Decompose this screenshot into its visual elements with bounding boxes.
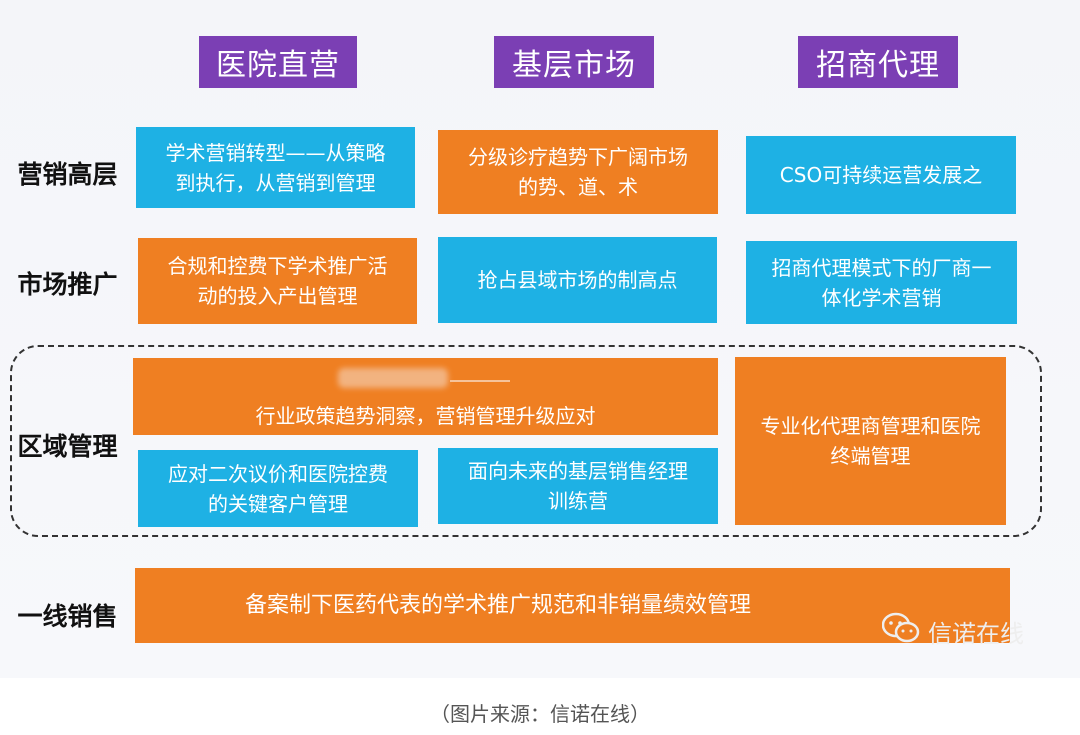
column-header-grassroots-market: 基层市场 bbox=[494, 36, 654, 88]
box-r2-c1: 合规和控费下学术推广活 动的投入产出管理 bbox=[138, 238, 417, 324]
box-r1-c3: CSO可持续运营发展之 bbox=[746, 136, 1016, 214]
row-label-frontline-sales: 一线销售 bbox=[17, 602, 118, 631]
box-r2-c2: 抢占县域市场的制高点 bbox=[438, 237, 717, 323]
column-header-hospital-direct: 医院直营 bbox=[199, 36, 357, 88]
watermark: 信诺在线 bbox=[881, 612, 1024, 650]
box-r1-c2: 分级诊疗趋势下广阔市场 的势、道、术 bbox=[438, 130, 718, 214]
box-r3-right: 专业化代理商管理和医院 终端管理 bbox=[735, 357, 1006, 525]
box-r3b-c2: 面向未来的基层销售经理 训练营 bbox=[438, 448, 718, 524]
box-r4-wide: 备案制下医药代表的学术推广规范和非销量绩效管理 bbox=[135, 568, 1010, 643]
blurred-text-mark bbox=[338, 368, 448, 388]
row-label-senior-marketing: 营销高层 bbox=[17, 159, 118, 189]
row-label-regional-management: 区域管理 bbox=[17, 432, 118, 461]
watermark-text: 信诺在线 bbox=[928, 619, 1024, 648]
box-r1-c1: 学术营销转型——从策略 到执行，从营销到管理 bbox=[136, 127, 415, 208]
diagram-slide: 医院直营 基层市场 招商代理 营销高层 市场推广 区域管理 一线销售 学术营销转… bbox=[0, 0, 1080, 678]
box-r2-c3: 招商代理模式下的厂商一 体化学术营销 bbox=[746, 241, 1017, 324]
image-caption: （图片来源：信诺在线） bbox=[430, 702, 650, 726]
blurred-line-mark bbox=[450, 380, 510, 382]
row-label-market-promotion: 市场推广 bbox=[17, 270, 118, 299]
regional-management-group bbox=[10, 345, 1042, 537]
column-header-investment-agency: 招商代理 bbox=[798, 36, 958, 88]
box-r3b-c1: 应对二次议价和医院控费 的关键客户管理 bbox=[138, 450, 418, 527]
wechat-icon bbox=[881, 612, 920, 650]
